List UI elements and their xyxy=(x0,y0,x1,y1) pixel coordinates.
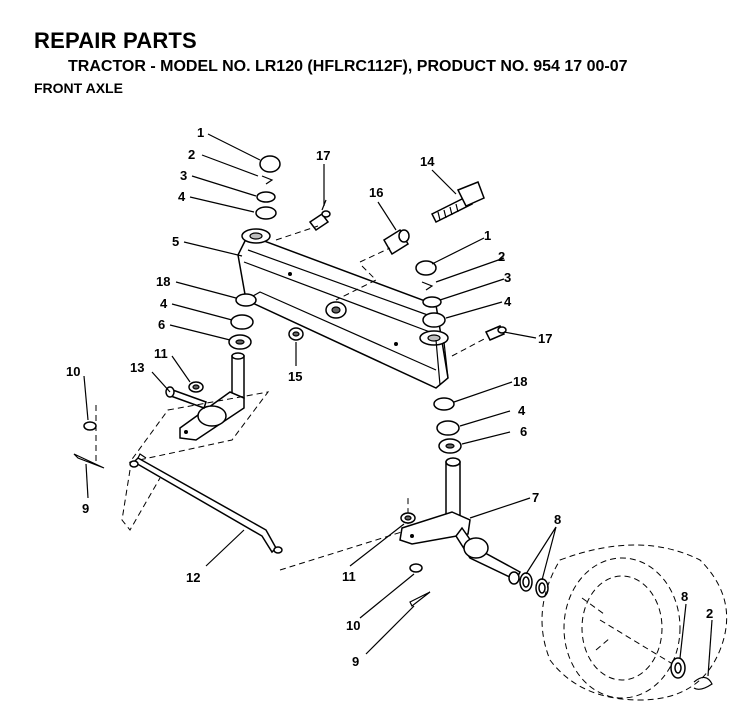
callout-3: 3 xyxy=(180,168,187,183)
callout-6: 6 xyxy=(520,424,527,439)
right-spindle-parts xyxy=(399,260,549,607)
cap-1-left xyxy=(259,155,281,173)
callout-9: 9 xyxy=(82,501,89,516)
callout-1: 1 xyxy=(484,228,491,243)
cotter-pin-9-left xyxy=(73,453,105,469)
callout-labels: 1 2 3 4 5 18 4 6 11 13 10 9 12 17 16 14 … xyxy=(66,125,713,669)
washer-4b-left xyxy=(230,314,254,330)
callout-2: 2 xyxy=(498,249,505,264)
callout-11: 11 xyxy=(154,346,168,361)
callout-5: 5 xyxy=(172,234,179,249)
callout-4: 4 xyxy=(504,294,512,309)
callout-4: 4 xyxy=(160,296,168,311)
page-title: REPAIR PARTS xyxy=(34,28,197,53)
callout-4: 4 xyxy=(178,189,186,204)
leader-lines xyxy=(83,133,713,677)
pin-2-left xyxy=(261,175,274,185)
callout-13: 13 xyxy=(130,360,144,375)
callout-15: 15 xyxy=(288,369,302,384)
callout-2: 2 xyxy=(706,606,713,621)
callout-8: 8 xyxy=(681,589,688,604)
callout-14: 14 xyxy=(420,154,435,169)
washer-4-left xyxy=(255,206,277,220)
wheel-outline xyxy=(541,544,728,701)
bushing-18-right xyxy=(433,397,455,411)
callout-1: 1 xyxy=(197,125,204,140)
callout-8: 8 xyxy=(554,512,561,527)
axle-beam xyxy=(237,228,449,389)
callout-17: 17 xyxy=(316,148,330,163)
model-subtitle: TRACTOR - MODEL NO. LR120 (HFLRC112F), P… xyxy=(68,58,628,75)
callout-11: 11 xyxy=(342,569,356,584)
washer-3-right xyxy=(422,296,442,308)
callout-6: 6 xyxy=(158,317,165,332)
center-parts xyxy=(275,181,485,341)
callout-18: 18 xyxy=(513,374,527,389)
callout-18: 18 xyxy=(156,274,170,289)
callout-9: 9 xyxy=(352,654,359,669)
washer-3-left xyxy=(256,191,276,203)
left-spindle-parts xyxy=(95,155,281,465)
washer-4-right xyxy=(422,312,446,328)
pin-2-right xyxy=(421,281,434,291)
callout-10: 10 xyxy=(346,618,360,633)
callout-3: 3 xyxy=(504,270,511,285)
callout-2: 2 xyxy=(188,147,195,162)
section-title: FRONT AXLE xyxy=(34,80,123,96)
washer-4d-right xyxy=(436,420,460,436)
callout-17: 17 xyxy=(538,331,552,346)
washer-10-left xyxy=(83,421,97,431)
bushing-18-left xyxy=(235,293,257,307)
callout-4: 4 xyxy=(518,403,526,418)
cap-1-right xyxy=(415,260,437,276)
callout-7: 7 xyxy=(532,490,539,505)
tie-rod xyxy=(121,453,409,571)
callout-12: 12 xyxy=(186,570,200,585)
callout-10: 10 xyxy=(66,364,80,379)
callout-16: 16 xyxy=(369,185,383,200)
